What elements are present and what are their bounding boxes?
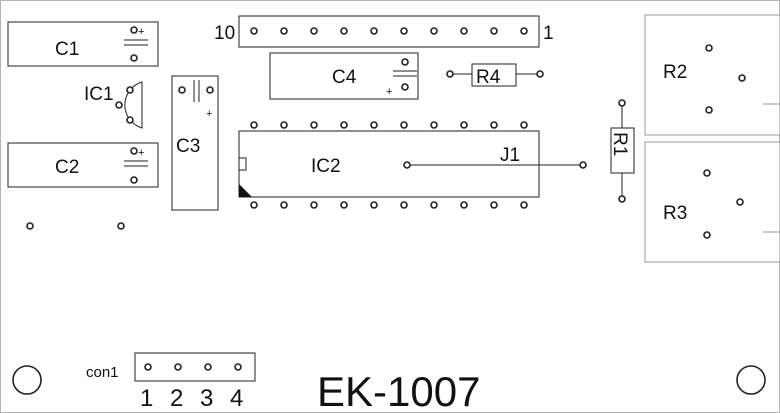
r3-label: R3 <box>663 203 687 224</box>
ic2-pin-pad <box>310 201 318 209</box>
c3-label: C3 <box>176 136 200 157</box>
con1-label: con1 <box>86 364 119 381</box>
header-pad <box>430 27 438 35</box>
ic2-pin-pad <box>520 201 528 209</box>
header-pad <box>340 27 348 35</box>
con1-pin-4: 4 <box>230 385 243 412</box>
capacitor-c4: C4 + <box>269 52 419 100</box>
ic1-regulator: IC1 <box>84 81 143 129</box>
ic2-pin-pad <box>400 201 408 209</box>
c4-plus-mark: + <box>386 86 392 98</box>
ic2-pin-pad <box>400 121 408 129</box>
ic2-pin-pad <box>520 121 528 129</box>
trimmer-r2: R2 <box>644 14 780 136</box>
ic2-top-pads <box>250 121 528 129</box>
header-pad <box>460 27 468 35</box>
c2-plus-mark: + <box>138 147 144 159</box>
ic2-pin-pad <box>430 121 438 129</box>
ic2-pin-pad <box>340 201 348 209</box>
header-pad <box>490 27 498 35</box>
trimmer-r3: R3 <box>644 141 780 263</box>
ic2-pin-pad <box>280 121 288 129</box>
ic2-pin-pad <box>430 201 438 209</box>
resistor-r4: R4 <box>446 63 544 88</box>
header-pad <box>520 27 528 35</box>
capacitor-c2: C2 + <box>7 142 159 188</box>
header-left-label: 10 <box>214 23 235 44</box>
header-right-label: 1 <box>543 23 554 44</box>
ic2-bottom-pads <box>250 201 528 209</box>
ic2-pin-pad <box>310 121 318 129</box>
c4-label: C4 <box>332 67 357 88</box>
ic2-pin-pad <box>460 201 468 209</box>
c1-label: C1 <box>55 39 79 60</box>
header-pad <box>400 27 408 35</box>
ic2-pin-pad <box>490 201 498 209</box>
ic2-label: IC2 <box>311 156 341 177</box>
resistor-r1: R1 <box>609 99 635 203</box>
header-pad <box>250 27 258 35</box>
mounting-hole-right <box>736 365 766 395</box>
ic2-pin-pad <box>490 121 498 129</box>
capacitor-c3: C3 + <box>171 75 219 211</box>
capacitor-c1: C1 + <box>7 21 159 67</box>
header-pad <box>280 27 288 35</box>
con1-pin-3: 3 <box>200 385 213 412</box>
j1-label: J1 <box>500 145 520 166</box>
header-pads <box>250 27 528 35</box>
r2-label: R2 <box>663 62 687 83</box>
ic2-pin-pad <box>370 201 378 209</box>
header-pad <box>370 27 378 35</box>
c2-label: C2 <box>55 157 79 178</box>
loose-pad-right <box>117 222 125 230</box>
pin-header-10: 10 1 <box>214 15 554 48</box>
r1-label: R1 <box>609 132 630 156</box>
ic2-pin-pad <box>340 121 348 129</box>
r4-label: R4 <box>476 67 501 88</box>
loose-pad-left <box>26 222 34 230</box>
con1-pin-2: 2 <box>170 385 183 412</box>
ic2-pin-pad <box>250 201 258 209</box>
header-pad <box>310 27 318 35</box>
c1-plus-mark: + <box>138 26 144 38</box>
ic2-pin-pad <box>460 121 468 129</box>
ic2-pin-pad <box>370 121 378 129</box>
c3-plus-mark: + <box>206 108 212 120</box>
ic2-pin-pad <box>250 121 258 129</box>
ic1-label: IC1 <box>84 84 114 105</box>
ic2-pin-pad <box>280 201 288 209</box>
mounting-hole-left <box>12 365 42 395</box>
board-title: EK-1007 <box>317 368 480 413</box>
ic2-dip: IC2 J1 <box>238 121 587 209</box>
connector-con1: con1 1 2 3 4 <box>86 352 256 412</box>
con1-pin-1: 1 <box>140 385 153 412</box>
